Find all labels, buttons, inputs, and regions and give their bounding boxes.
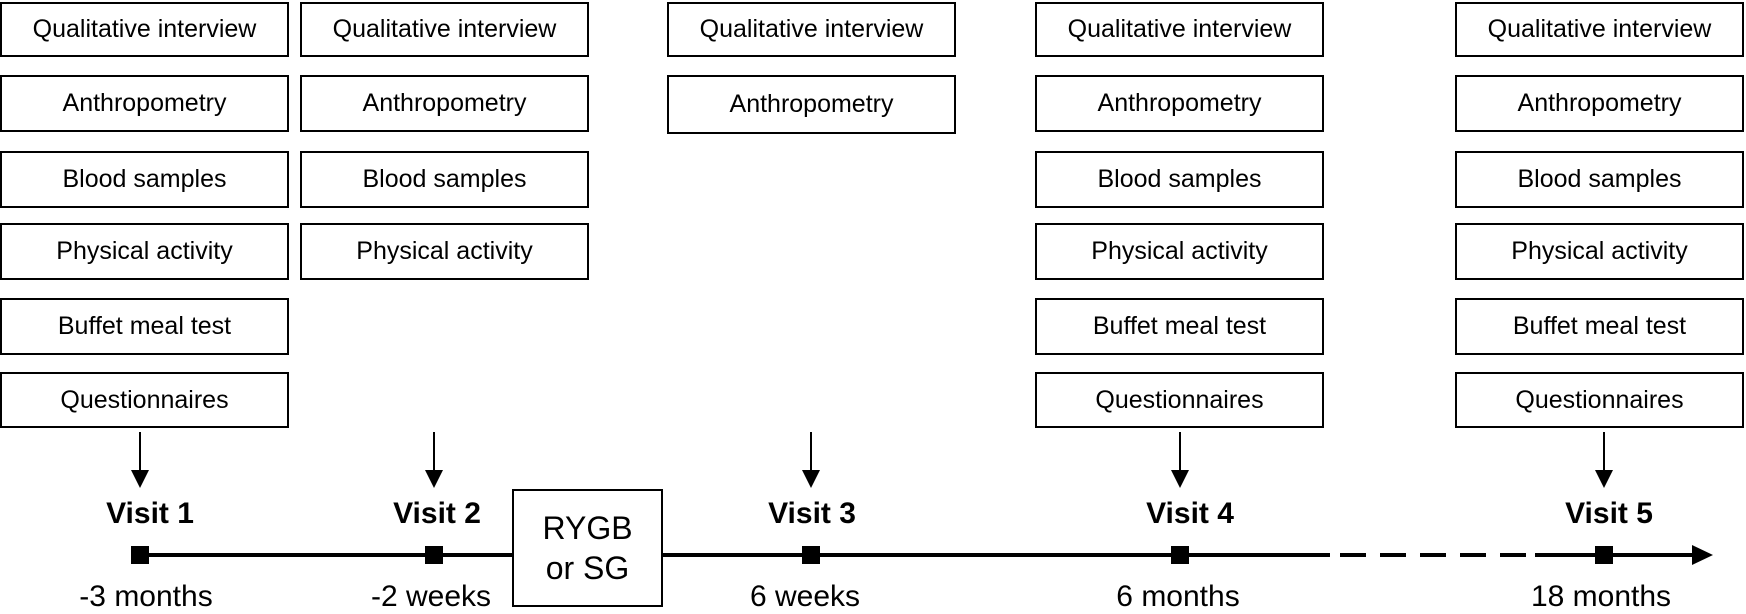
surgery-line-2: or SG [545,550,630,586]
surgery-line-1: RYGB [542,510,633,546]
visit-5-qualitative-interview-box: Qualitative interview [1455,2,1744,57]
visit-4-physical-activity-box: Physical activity [1035,223,1324,280]
visit-5-down-arrow [1595,432,1613,488]
visit-5-marker [1595,546,1613,564]
visit-4-questionnaires-box: Questionnaires [1035,372,1324,428]
visit-4-marker [1171,546,1189,564]
visit-4-buffet-meal-test-box: Buffet meal test [1035,298,1324,355]
visit-1-questionnaires-box: Questionnaires [0,372,289,428]
visit-1-down-arrow [131,432,149,488]
visit-3-label: Visit 3 [768,497,856,530]
timeline-arrowhead [1692,545,1713,565]
visit-1-time-label: -3 months [79,580,213,613]
visit-1-blood-samples-box: Blood samples [0,151,289,208]
visit-3-down-arrow [802,432,820,488]
visit-2-marker [425,546,443,564]
visit-4-blood-samples-box: Blood samples [1035,151,1324,208]
visit-1-marker [131,546,149,564]
visit-5-questionnaires-box: Questionnaires [1455,372,1744,428]
visit-3-marker [802,546,820,564]
visit-2-physical-activity-box: Physical activity [300,223,589,280]
visit-4-qualitative-interview-box: Qualitative interview [1035,2,1324,57]
visit-2-blood-samples-box: Blood samples [300,151,589,208]
visit-5-blood-samples-box: Blood samples [1455,151,1744,208]
visit-5-label: Visit 5 [1565,497,1653,530]
visit-1-physical-activity-box: Physical activity [0,223,289,280]
visit-4-label: Visit 4 [1146,497,1234,530]
visit-2-anthropometry-box: Anthropometry [300,75,589,132]
visit-3-qualitative-interview-box: Qualitative interview [667,2,956,57]
visit-2-time-label: -2 weeks [370,580,492,613]
surgery-box: RYGB or SG [512,489,663,607]
visit-1-buffet-meal-test-box: Buffet meal test [0,298,289,355]
visit-1-anthropometry-box: Anthropometry [0,75,289,132]
visit-4-time-label: 6 months [1116,580,1240,613]
visit-5-physical-activity-box: Physical activity [1455,223,1744,280]
visit-1-label: Visit 1 [106,497,194,530]
visit-3-anthropometry-box: Anthropometry [667,75,956,134]
visit-2-down-arrow [425,432,443,488]
visit-3-time-label: 6 weeks [749,580,861,613]
visit-4-down-arrow [1171,432,1189,488]
visit-2-qualitative-interview-box: Qualitative interview [300,2,589,57]
visit-5-anthropometry-box: Anthropometry [1455,75,1744,132]
visit-2-label: Visit 2 [393,497,481,530]
visit-1-qualitative-interview-box: Qualitative interview [0,2,289,57]
visit-5-time-label: 18 months [1530,580,1672,613]
visit-5-buffet-meal-test-box: Buffet meal test [1455,298,1744,355]
visit-4-anthropometry-box: Anthropometry [1035,75,1324,132]
